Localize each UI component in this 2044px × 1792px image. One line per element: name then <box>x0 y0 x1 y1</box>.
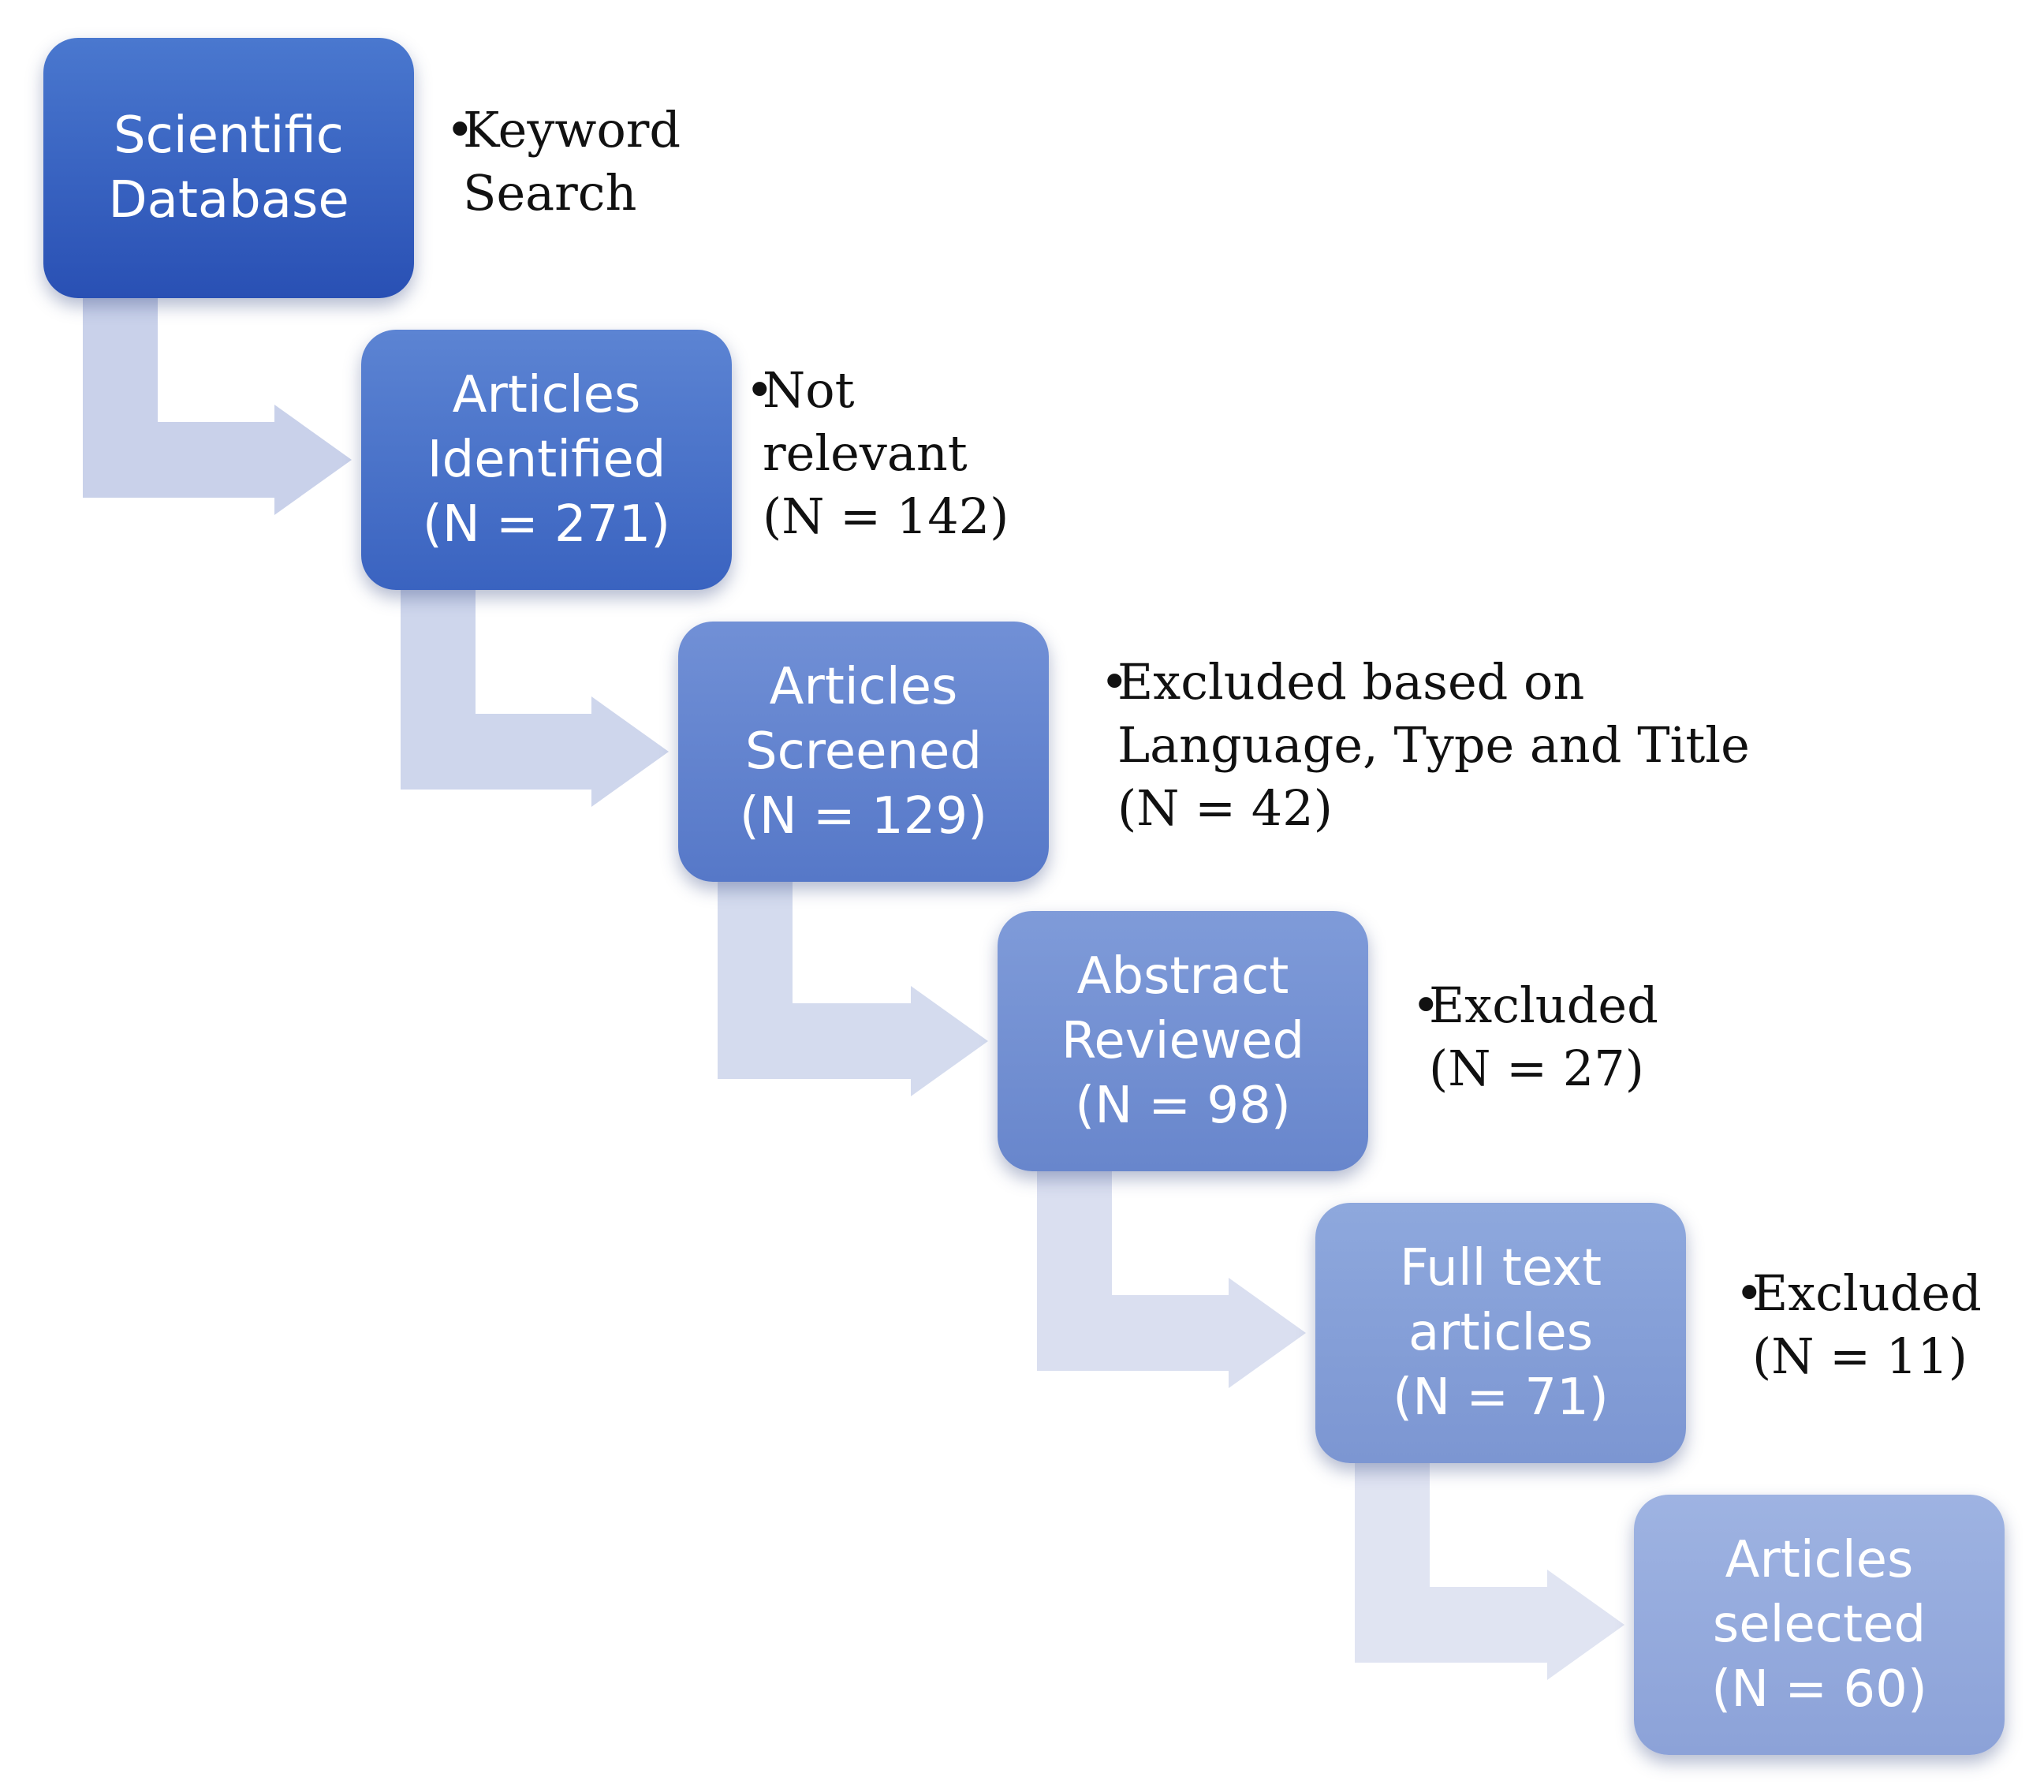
step-label-line: (N = 129) <box>739 787 988 846</box>
step-label-line: (N = 98) <box>1075 1077 1291 1135</box>
note-text: (N = 142) <box>763 487 1009 545</box>
note-text: (N = 42) <box>1117 779 1333 837</box>
bent-arrow-3 <box>718 874 988 1096</box>
step-label-line: Articles <box>452 366 641 424</box>
step-label-line: articles <box>1408 1304 1594 1362</box>
note-text: Keyword <box>463 101 681 159</box>
bent-arrow-1 <box>83 290 352 515</box>
note-text: (N = 27) <box>1429 1040 1644 1097</box>
step-label-line: Screened <box>744 722 983 781</box>
step-label-line: Full text <box>1399 1239 1602 1297</box>
note-text: Not <box>763 361 855 419</box>
step-label-line: Scientific <box>114 106 344 165</box>
note-text: Search <box>463 164 637 222</box>
step-label-line: (N = 60) <box>1711 1660 1927 1719</box>
bent-arrow-2 <box>401 582 669 807</box>
note-text: Language, Type and Title <box>1117 716 1750 774</box>
note-text: Excluded based on <box>1117 653 1585 711</box>
note-text: relevant <box>763 424 968 482</box>
step-label-line: (N = 71) <box>1393 1368 1609 1427</box>
step-label-line: Reviewed <box>1061 1012 1305 1070</box>
step-label-line: Articles <box>769 658 958 716</box>
step-box-6: Articles selected (N = 60) <box>1634 1495 2005 1755</box>
step-label-line: Articles <box>1725 1531 1914 1589</box>
bullet-icon: • <box>745 361 774 419</box>
step-label-line: Abstract <box>1076 947 1289 1006</box>
note-text: Excluded <box>1429 976 1658 1034</box>
bullet-icon: • <box>1100 653 1129 711</box>
step-label-line: Identified <box>427 431 666 489</box>
step-box-5: Full text articles (N = 71) <box>1315 1203 1686 1463</box>
step-label-line: Database <box>108 171 349 230</box>
note-text: (N = 11) <box>1752 1327 1968 1385</box>
note-text: Excluded <box>1752 1264 1982 1322</box>
bent-arrow-5 <box>1355 1455 1624 1680</box>
bent-arrow-4 <box>1037 1163 1306 1388</box>
step-note-5: •Excluded(N = 11) <box>1735 1262 1982 1388</box>
step-note-4: •Excluded (N = 27) <box>1412 974 1658 1100</box>
step-label-line: (N = 271) <box>422 495 671 554</box>
bullet-icon: • <box>446 101 475 159</box>
bullet-icon: • <box>1412 976 1441 1034</box>
bullet-icon: • <box>1735 1264 1764 1322</box>
step-label-line: selected <box>1712 1596 1927 1654</box>
